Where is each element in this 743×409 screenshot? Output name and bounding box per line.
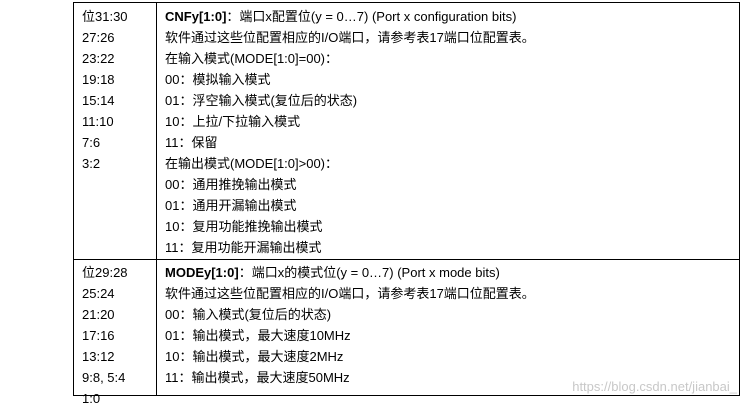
bit-range: 15:14 (82, 93, 115, 108)
description-line: 软件通过这些位配置相应的I/O端口，请参考表17端口位配置表。 (165, 30, 535, 45)
description-line: 在输出模式(MODE[1:0]>00)： (165, 156, 339, 171)
description-line: 软件通过这些位配置相应的I/O端口，请参考表17端口位配置表。 (165, 286, 535, 301)
bit-range: 位29:28 (82, 265, 128, 280)
mode-desc-cell: MODEy[1:0]：端口x的模式位(y = 0…7) (Port x mode… (157, 260, 739, 395)
bit-range: 3:2 (82, 156, 101, 171)
bit-range: 19:18 (82, 72, 115, 87)
description-line: 在输入模式(MODE[1:0]=00)： (165, 51, 339, 66)
bit-range: 位31:30 (82, 9, 128, 24)
description-line: 01：浮空输入模式(复位后的状态) (165, 93, 358, 108)
description-line: 10：复用功能推挽输出模式 (165, 219, 323, 234)
cnf-title: CNFy[1:0]：端口x配置位(y = 0…7) (Port x config… (165, 6, 516, 27)
description-line: 11：保留 (165, 135, 218, 150)
cnf-desc-cell: CNFy[1:0]：端口x配置位(y = 0…7) (Port x config… (157, 3, 739, 259)
row-mode: 位29:28 25:24 21:20 17:16 13:12 9:8, 5:4 1:0 MO… (74, 260, 739, 406)
description-line: 00：输入模式(复位后的状态) (165, 307, 332, 322)
description-line: 11：复用功能开漏输出模式 (165, 240, 322, 255)
description-line: 01：通用开漏输出模式 (165, 198, 297, 213)
bit-range: 23:22 (82, 51, 115, 66)
bit-range: 7:6 (82, 135, 101, 150)
description-line: 01：输出模式，最大速度10MHz (165, 328, 351, 343)
row-cnf: 位31:30 27:26 23:22 19:18 15:14 11:10 7:6 3:2 CN… (74, 3, 739, 260)
bit-range: 17:16 (82, 328, 115, 343)
cnf-field-name: CNFy[1:0] (165, 9, 227, 24)
bit-range: 11:10 (82, 114, 114, 129)
bit-range: 13:12 (82, 349, 115, 364)
bit-range: 21:20 (82, 307, 115, 322)
bit-range: 1:0 (82, 391, 101, 406)
description-line: 10：上拉/下拉输入模式 (165, 114, 301, 129)
mode-field-name: MODEy[1:0] (165, 265, 239, 280)
description-line: 00：通用推挽输出模式 (165, 177, 297, 192)
mode-field-desc: ：端口x的模式位(y = 0…7) (Port x mode bits) (238, 265, 500, 280)
bit-range: 25:24 (82, 286, 115, 301)
mode-title: MODEy[1:0]：端口x的模式位(y = 0…7) (Port x mode… (165, 262, 500, 283)
description-line: 00：模拟输入模式 (165, 72, 271, 87)
mode-bits-cell: 位29:28 25:24 21:20 17:16 13:12 9:8, 5:4 1:0 (74, 260, 157, 406)
bit-range: 27:26 (82, 30, 115, 45)
bit-range: 9:8, 5:4 (82, 370, 126, 385)
description-line: 11：输出模式，最大速度50MHz (165, 370, 350, 385)
watermark: https://blog.csdn.net/jianbai_ (572, 379, 737, 394)
register-table: 位31:30 27:26 23:22 19:18 15:14 11:10 7:6 3:2 CN… (73, 2, 740, 406)
cnf-field-desc: ：端口x配置位(y = 0…7) (Port x configuration b… (226, 9, 517, 24)
cnf-bits-cell: 位31:30 27:26 23:22 19:18 15:14 11:10 7:6 3:2 (74, 3, 157, 259)
description-line: 10：输出模式，最大速度2MHz (165, 349, 344, 364)
